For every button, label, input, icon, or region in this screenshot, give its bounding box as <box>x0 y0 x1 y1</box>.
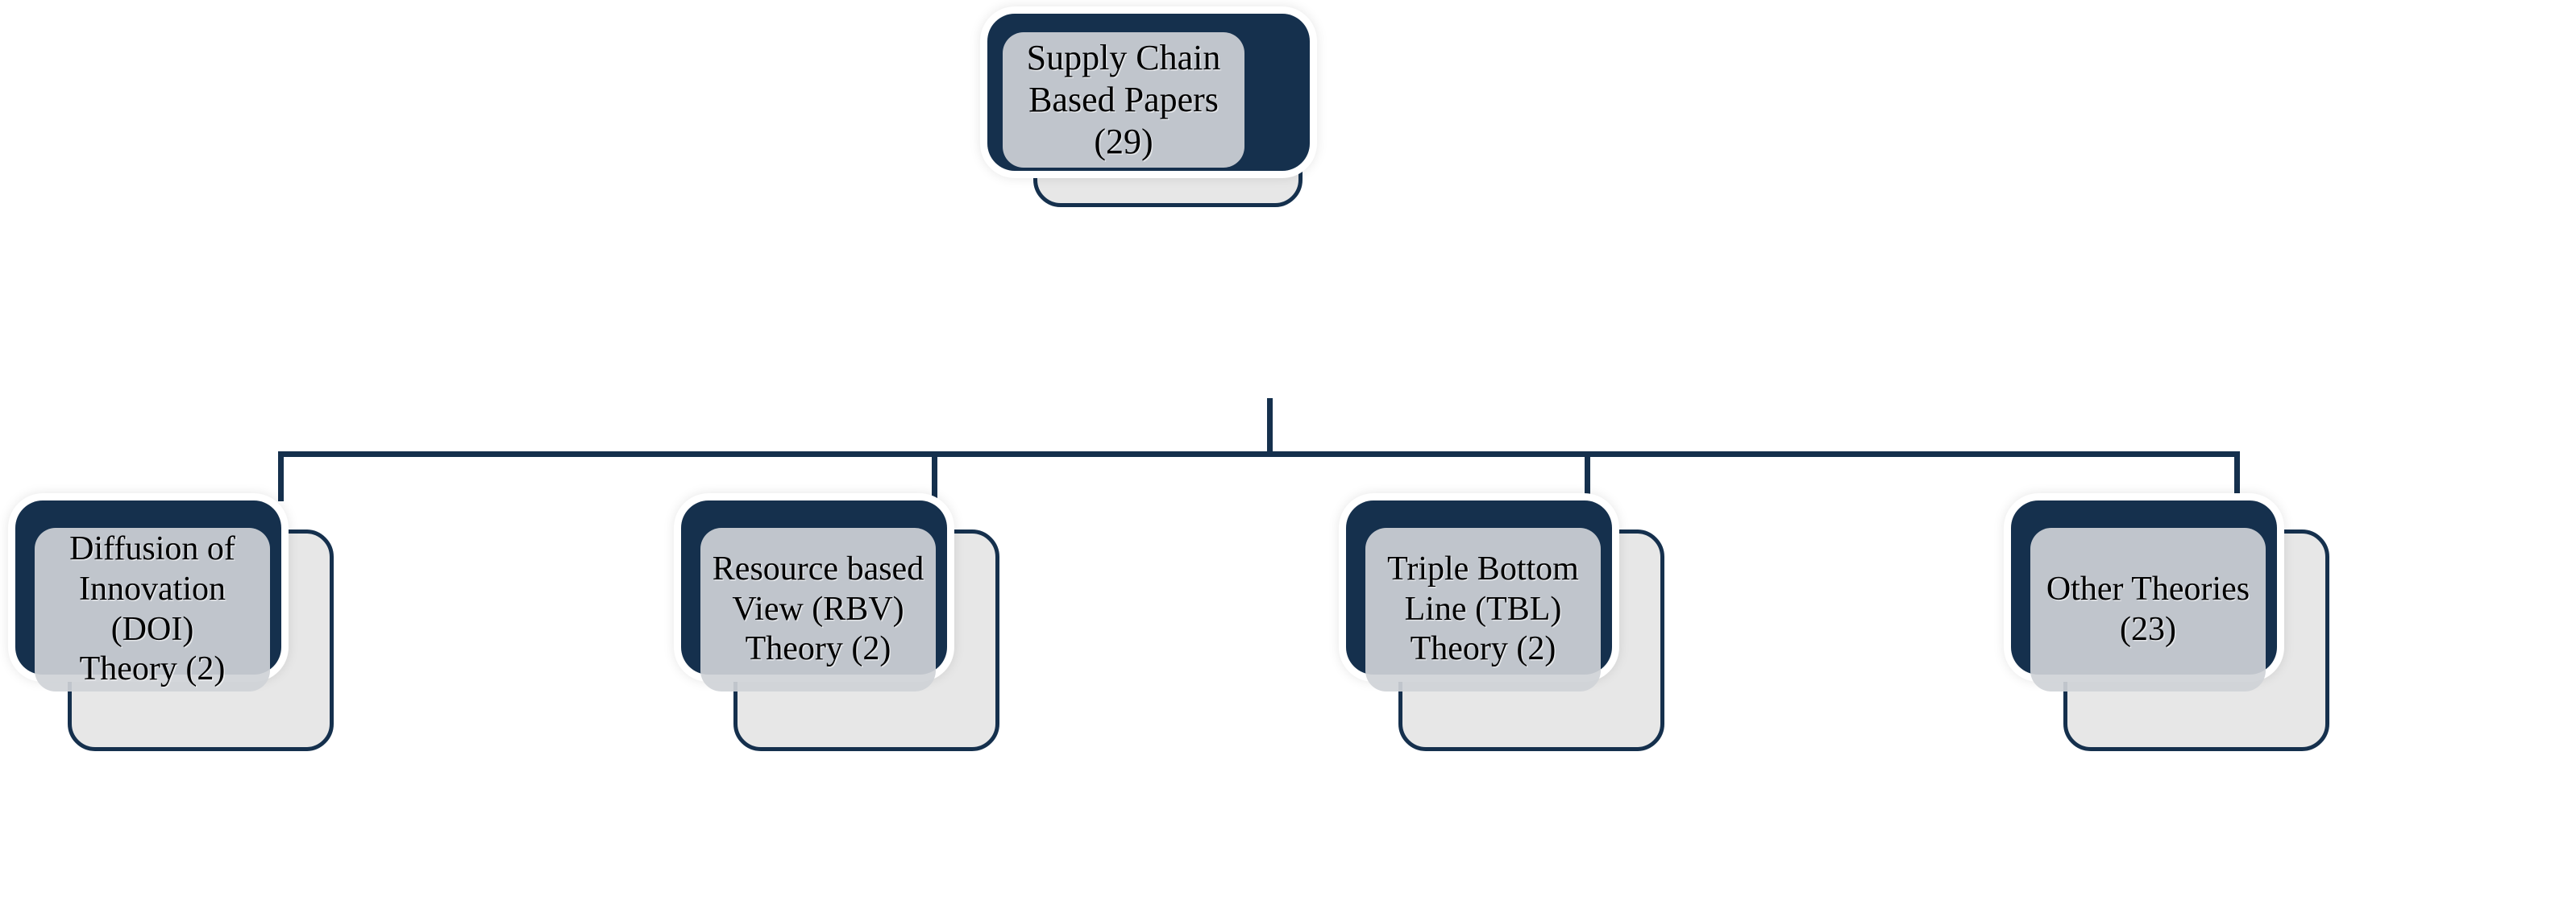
node-rbv-theory[interactable]: Resource based View (RBV) Theory (2) <box>674 493 1319 751</box>
node-text: Triple Bottom Line (TBL) Theory (2) <box>1387 550 1579 670</box>
node-text: Supply Chain Based Papers (29) <box>1027 37 1221 163</box>
node-supply-chain-based-papers[interactable]: Supply Chain Based Papers (29) <box>980 6 1625 208</box>
node-text: Diffusion of Innovation (DOI) Theory (2) <box>43 530 262 689</box>
node-text-line-2: (23) <box>2120 610 2176 648</box>
node-text-line-1: Supply Chain <box>1026 38 1221 78</box>
node-label-rbv-theory: Resource based View (RBV) Theory (2) <box>700 528 936 692</box>
node-text-line-2: Line (TBL) <box>1404 590 1562 628</box>
connector-branch-bar <box>278 451 2240 457</box>
node-text-line-1: Other Theories <box>2046 570 2250 608</box>
node-text-line-2: View (RBV) <box>732 590 904 628</box>
node-label-supply-chain-based-papers: Supply Chain Based Papers (29) <box>1003 32 1244 168</box>
connector-root-trunk <box>1267 398 1273 455</box>
node-doi-theory[interactable]: Diffusion of Innovation (DOI) Theory (2) <box>8 493 653 751</box>
node-text-line-2: Based Papers <box>1028 80 1219 120</box>
node-text-line-3: (29) <box>1094 121 1153 161</box>
node-text-line-1: Diffusion of <box>69 530 235 568</box>
node-text-line-3: Theory (2) <box>1410 630 1556 668</box>
node-label-doi-theory: Diffusion of Innovation (DOI) Theory (2) <box>35 528 270 692</box>
node-tbl-theory[interactable]: Triple Bottom Line (TBL) Theory (2) <box>1339 493 1984 751</box>
node-text-line-3: Theory (2) <box>79 650 226 688</box>
node-text-line-3: Theory (2) <box>745 630 891 668</box>
node-text-line-2: Innovation (DOI) <box>79 570 226 648</box>
node-text: Resource based View (RBV) Theory (2) <box>713 550 924 670</box>
node-text-line-1: Resource based <box>712 550 924 588</box>
node-text-line-1: Triple Bottom <box>1387 550 1579 588</box>
node-label-other-theories: Other Theories (23) <box>2030 528 2266 692</box>
node-other-theories[interactable]: Other Theories (23) <box>2004 493 2576 751</box>
node-label-tbl-theory: Triple Bottom Line (TBL) Theory (2) <box>1365 528 1601 692</box>
node-text: Other Theories (23) <box>2046 570 2250 650</box>
